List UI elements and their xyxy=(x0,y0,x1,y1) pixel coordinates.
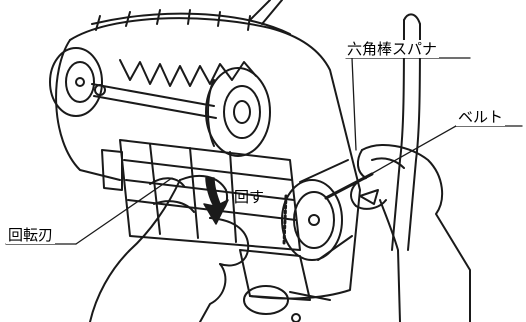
rotate-label: 回す xyxy=(234,188,265,206)
belt-pulley xyxy=(281,159,353,261)
right-hand xyxy=(350,144,471,322)
handle-bar xyxy=(249,0,421,251)
rotary-blade-drum xyxy=(101,139,301,251)
lower-bracket xyxy=(239,249,331,322)
leader-lines xyxy=(5,57,523,245)
belt-label: ベルト xyxy=(456,108,506,126)
hex-wrench-label: 六角棒スパナ xyxy=(345,40,440,58)
rotate-arrow-icon xyxy=(203,177,229,225)
axle-shaft xyxy=(91,83,217,119)
mower-housing xyxy=(55,9,361,300)
right-wheel xyxy=(205,67,271,157)
left-hand xyxy=(89,174,250,322)
left-wheel xyxy=(49,47,103,117)
rotary-blade-label: 回転刃 xyxy=(6,226,56,244)
